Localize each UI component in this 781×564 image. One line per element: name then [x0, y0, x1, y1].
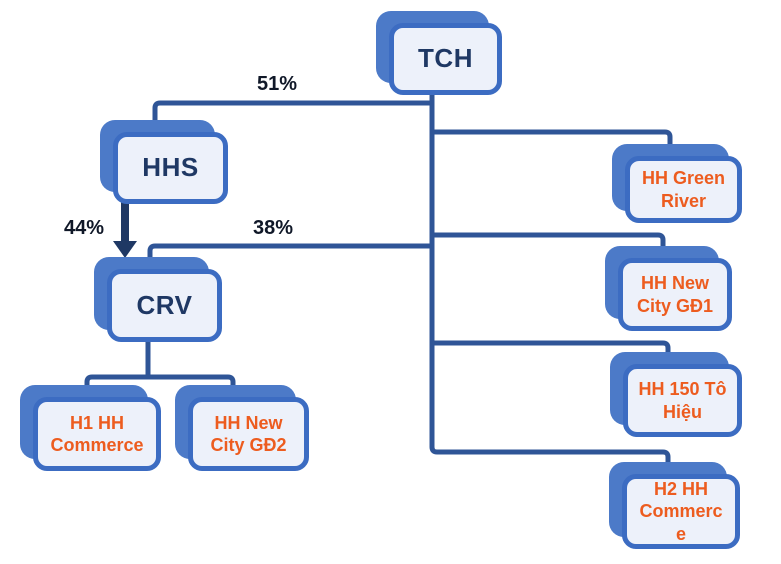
- connector-tch-new-city-gd1: [432, 232, 666, 270]
- node-hh-150-to-hieu: HH 150 Tô Hiệu: [610, 352, 742, 437]
- connector-tch-hhs: [152, 100, 432, 140]
- card: HH 150 Tô Hiệu: [623, 364, 742, 437]
- card: H1 HH Commerce: [33, 397, 161, 471]
- node-hh-new-city-gd2: HH New City GĐ2: [175, 385, 309, 471]
- node-hh-new-city-gd1-label: HH New City GĐ1: [636, 273, 714, 316]
- node-tch-label: TCH: [418, 43, 473, 74]
- connector-tch-150-to-hieu: [432, 340, 671, 380]
- card: HH Green River: [625, 156, 742, 223]
- card: HH New City GĐ2: [188, 397, 309, 471]
- ownership-label-hhs-crv: 44%: [64, 217, 105, 239]
- node-h1-hh-commerce: H1 HH Commerce: [20, 385, 161, 471]
- connector-tch-crv: [147, 243, 432, 280]
- node-tch: TCH: [376, 11, 502, 95]
- node-hh-150-to-hieu-label: HH 150 Tô Hiệu: [638, 379, 727, 422]
- connector-tch-green-river: [432, 129, 673, 168]
- node-hh-green-river: HH Green River: [612, 144, 742, 223]
- node-crv-label: CRV: [136, 289, 193, 320]
- node-hhs-label: HHS: [142, 152, 199, 183]
- node-h2-hh-commerce: H2 HH Commerc e: [609, 462, 740, 549]
- node-hhs: HHS: [100, 120, 228, 204]
- connector-tch-trunk: [429, 93, 671, 485]
- card: CRV: [107, 269, 222, 342]
- ownership-label-tch-hhs: 51%: [257, 73, 298, 95]
- card: HH New City GĐ1: [618, 258, 732, 331]
- connector-crv-children: [84, 374, 236, 400]
- node-h1-hh-commerce-label: H1 HH Commerce: [50, 412, 144, 456]
- node-hh-green-river-label: HH Green River: [641, 168, 726, 211]
- card: TCH: [389, 23, 502, 95]
- card: HHS: [113, 132, 228, 204]
- node-hh-new-city-gd2-label: HH New City GĐ2: [210, 412, 287, 456]
- node-h2-hh-commerce-label: H2 HH Commerc e: [639, 478, 723, 544]
- node-crv: CRV: [94, 257, 222, 342]
- ownership-label-tch-crv: 38%: [253, 217, 294, 239]
- node-hh-new-city-gd1: HH New City GĐ1: [605, 246, 732, 331]
- arrow-hhs-crv: [113, 200, 137, 258]
- card: H2 HH Commerc e: [622, 474, 740, 549]
